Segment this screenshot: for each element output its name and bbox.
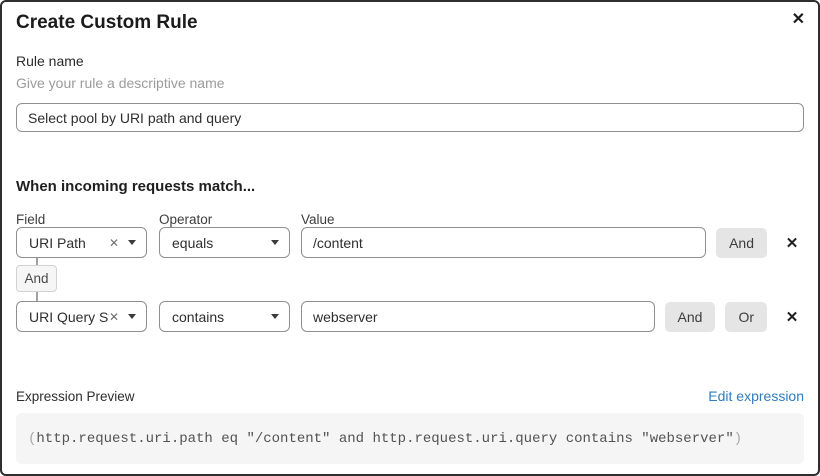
clear-icon[interactable]: ✕ — [108, 235, 119, 250]
field-select-value: URI Path — [29, 234, 86, 251]
value-column-label: Value — [301, 212, 335, 227]
chevron-down-icon — [128, 314, 136, 319]
dialog-title: Create Custom Rule — [16, 12, 198, 33]
chevron-down-icon — [271, 240, 279, 245]
field-select-value: URI Query St... — [29, 308, 109, 325]
rule-name-label: Rule name — [16, 53, 84, 69]
field-column-label: Field — [16, 212, 46, 227]
condition-row: URI Path ✕ equals And ✕ — [16, 227, 804, 258]
field-select[interactable]: URI Query St... ✕ — [16, 301, 147, 332]
value-input[interactable] — [301, 301, 655, 332]
value-input[interactable] — [301, 227, 707, 258]
operator-column-label: Operator — [159, 212, 213, 227]
rule-name-help-text: Give your rule a descriptive name — [16, 75, 225, 91]
expression-preview-label: Expression Preview — [16, 388, 135, 404]
edit-expression-link[interactable]: Edit expression — [708, 388, 804, 404]
expression-preview-code: (http.request.uri.path eq "/content" and… — [16, 413, 804, 464]
expression-open-paren: ( — [28, 430, 37, 447]
or-button[interactable]: Or — [725, 301, 767, 332]
logic-connector: And — [16, 258, 804, 301]
close-icon[interactable]: ✕ — [791, 11, 805, 28]
expression-preview-header: Expression Preview Edit expression — [16, 388, 804, 404]
operator-select-value: contains — [172, 308, 225, 325]
expression-body: http.request.uri.path eq "/content" and … — [36, 430, 734, 447]
connector-line — [36, 258, 38, 265]
clear-icon[interactable]: ✕ — [108, 309, 119, 324]
operator-select[interactable]: contains — [159, 301, 290, 332]
chevron-down-icon — [271, 314, 279, 319]
operator-select[interactable]: equals — [159, 227, 290, 258]
expression-close-paren: ) — [733, 430, 743, 447]
match-section-heading: When incoming requests match... — [16, 178, 256, 195]
delete-row-icon[interactable]: ✕ — [785, 308, 799, 326]
connector-and-badge: And — [16, 265, 57, 292]
condition-row: URI Query St... ✕ contains And Or ✕ — [16, 301, 804, 332]
rule-name-input[interactable] — [16, 103, 804, 132]
delete-row-icon[interactable]: ✕ — [785, 234, 799, 252]
field-select[interactable]: URI Path ✕ — [16, 227, 147, 258]
and-button[interactable]: And — [664, 301, 716, 332]
chevron-down-icon — [128, 240, 136, 245]
operator-select-value: equals — [172, 234, 214, 251]
and-button[interactable]: And — [716, 227, 767, 258]
connector-line — [36, 292, 38, 301]
condition-column-labels: Field Operator Value — [16, 212, 804, 227]
